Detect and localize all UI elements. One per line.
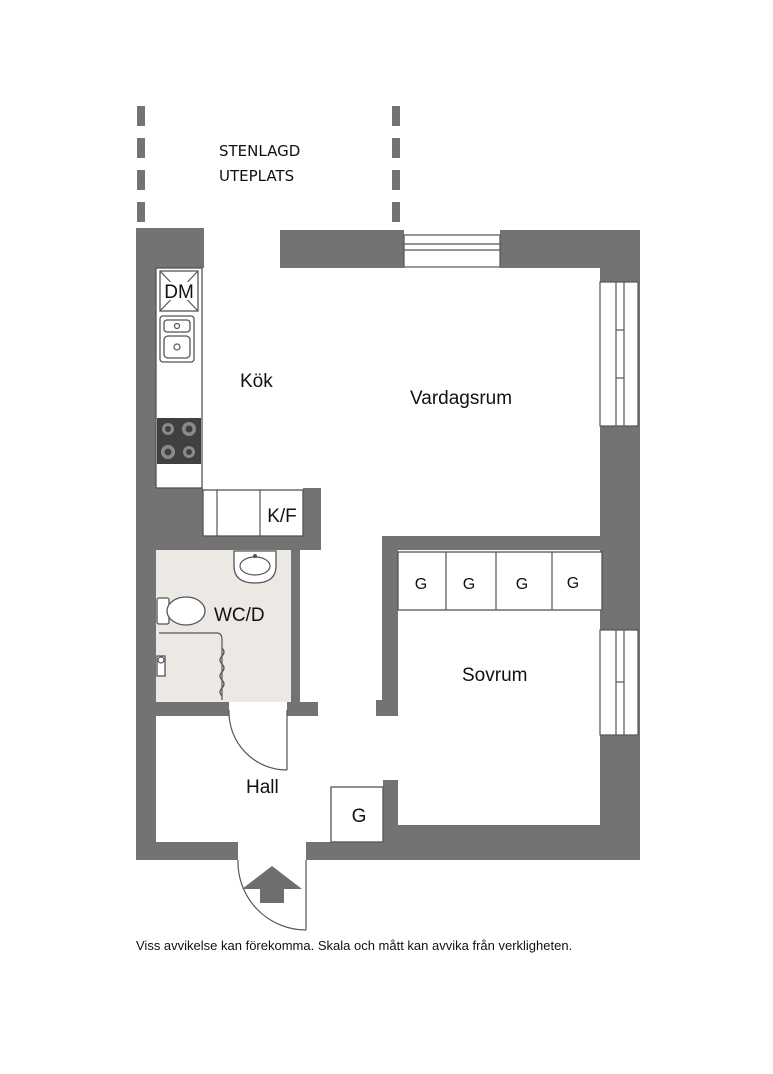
dishwasher-label: DM: [164, 282, 194, 303]
patio-boundary: [137, 106, 400, 230]
patio-label-line-2: UTEPLATS: [219, 167, 294, 185]
patio-label-line-1: STENLAGD: [219, 142, 300, 160]
window-bedroom-right: [599, 629, 639, 736]
fridge-freezer: K/F: [202, 489, 304, 537]
hall-wardrobe-label: G: [352, 806, 367, 827]
washbasin-icon: [233, 550, 277, 584]
entrance-door: [237, 859, 307, 931]
bedroom-wardrobes: G G G G: [397, 551, 603, 611]
sink-icon: [159, 315, 195, 363]
room-label-kitchen: Kök: [240, 371, 273, 392]
fridge-freezer-label: K/F: [267, 506, 297, 527]
shower-icon: [156, 632, 225, 700]
room-label-bathroom: WC/D: [214, 605, 265, 626]
interior-walls: [155, 488, 602, 844]
room-label-hall: Hall: [246, 777, 279, 798]
wardrobe-label: G: [463, 576, 475, 593]
entrance-arrow-icon: [242, 866, 302, 903]
stove-icon: [157, 418, 201, 464]
wardrobe-label: G: [567, 575, 579, 592]
room-label-living: Vardagsrum: [410, 388, 512, 409]
bathroom-door: [228, 709, 288, 771]
window-living-right: [599, 281, 639, 427]
room-label-bedroom: Sovrum: [462, 665, 527, 686]
toilet-icon: [156, 596, 206, 626]
disclaimer-text: Viss avvikelse kan förekomma. Skala och …: [136, 938, 573, 953]
wardrobe-label: G: [516, 576, 528, 593]
hall-wardrobe: G: [330, 786, 384, 843]
window-top: [403, 234, 501, 268]
wardrobe-label: G: [415, 576, 427, 593]
